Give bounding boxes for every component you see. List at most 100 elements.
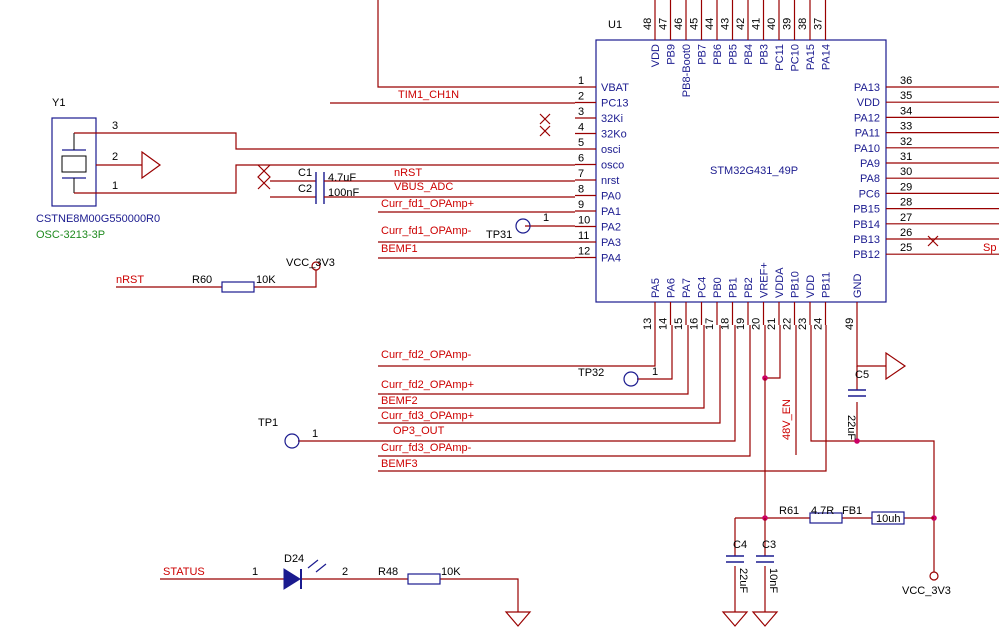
u1-pin-30-number: 30: [900, 166, 912, 178]
c1-value: 4.7uF: [328, 172, 356, 184]
c3-plates[interactable]: [756, 555, 774, 563]
u1-body[interactable]: [595, 39, 887, 303]
u1-pin-9-name: PA1: [601, 206, 621, 218]
u1-pin-10-name: PA2: [601, 222, 621, 234]
y1-package: OSC-3213-3P: [36, 229, 105, 241]
vcc-3v3-top-symbol: [311, 261, 321, 271]
u1-pin-44-name: PB6: [712, 44, 724, 65]
vcc-3v3-bottom-symbol: [929, 571, 939, 581]
d24-triangle[interactable]: [283, 568, 301, 590]
u1-pin-32-name: PA10: [854, 143, 880, 155]
y1-pin3: 3: [112, 120, 118, 132]
wire-op3-out: [298, 325, 736, 442]
u1-pin-3-name: 32Ki: [601, 113, 623, 125]
wire-bemf3: [378, 325, 827, 472]
u1-pin-31-number: 31: [900, 151, 912, 163]
wire-tp32: [637, 325, 673, 380]
c1-c2-plates: [315, 172, 325, 204]
u1-pin-42-number: 42: [735, 18, 747, 30]
net-label-tim1-ch1n: TIM1_CH1N: [398, 89, 459, 101]
c5-value: 22uF: [845, 415, 857, 440]
c5-ref: C5: [855, 369, 869, 381]
u1-pin-33-number: 33: [900, 121, 912, 133]
net-label-curr-fd1-minus: Curr_fd1_OPAmp-: [381, 225, 472, 237]
fb1-value: 10uh: [876, 513, 900, 525]
u1-pin-35-name: VDD: [857, 97, 880, 109]
u1-pin-15-number: 15: [673, 318, 685, 330]
tp1-pin: 1: [312, 428, 318, 440]
r61-body[interactable]: [809, 512, 843, 524]
y1-body[interactable]: [51, 117, 97, 207]
junction-c5: [854, 438, 860, 444]
c4-plates[interactable]: [726, 555, 744, 563]
u1-pin-29-number: 29: [900, 181, 912, 193]
wire-vbat: [377, 0, 575, 88]
c3-ground-symbol: [751, 611, 779, 627]
net-label-48v-en: 48V_EN: [781, 399, 793, 440]
y1-crystal-element: [61, 155, 87, 173]
fb1-body[interactable]: [871, 511, 905, 525]
u1-pin-36-number: 36: [900, 75, 912, 87]
u1-pin-27-name: PB14: [853, 219, 880, 231]
y1-plates: [62, 149, 86, 179]
c1-ref: C1: [298, 167, 312, 179]
u1-pin-45-name: PB7: [697, 44, 709, 65]
tp32-symbol[interactable]: [623, 371, 639, 387]
tp32-ref: TP32: [578, 367, 604, 379]
status-ground-symbol: [504, 611, 532, 627]
y1-part-name: CSTNE8M00G550000R0: [36, 213, 160, 225]
wire-curr-fd3-minus: [378, 325, 751, 457]
u1-pin-12-name: PA4: [601, 253, 621, 265]
wire-vdd-3v3: [810, 325, 935, 572]
c5-ground-symbol: [885, 351, 907, 381]
u1-pin-19-name: PB2: [743, 277, 755, 298]
u1-pin-10-number: 10: [578, 215, 590, 227]
u1-bottom-pins: 13PA514PA615PA716PC417PB018PB119PB220VRE…: [642, 262, 864, 330]
net-label-bemf1: BEMF1: [381, 243, 418, 255]
c2-ref: C2: [298, 183, 312, 195]
tp1-symbol[interactable]: [284, 433, 300, 449]
c3-value: 10nF: [767, 568, 779, 593]
u1-pin-23-number: 23: [797, 318, 809, 330]
u1-pin-34-number: 34: [900, 105, 912, 117]
u1-pin-49-number: 49: [844, 318, 856, 330]
r60-ref: R60: [192, 274, 212, 286]
u1-pin-22-name: PB10: [790, 271, 802, 298]
u1-pin-28-name: PB15: [853, 204, 880, 216]
net-label-bemf2: BEMF2: [381, 395, 418, 407]
net-label-curr-fd3-plus: Curr_fd3_OPAmp+: [381, 410, 474, 422]
u1-pin-33-name: PA11: [855, 128, 880, 140]
tp31-symbol[interactable]: [515, 218, 531, 234]
wire-bemf2: [378, 325, 705, 409]
wire-vref-vdda: [764, 325, 781, 379]
u1-pin-8-number: 8: [578, 184, 584, 196]
c5-plates[interactable]: [848, 389, 866, 397]
u1-pin-16-name: PC4: [697, 277, 709, 298]
u1-pin-49-name: GND: [852, 274, 864, 299]
net-label-pb12: Sp: [983, 242, 996, 254]
r60-value: 10K: [256, 274, 276, 286]
u1-pin-38-number: 38: [797, 18, 809, 30]
u1-pin-46-number: 46: [673, 18, 685, 30]
u1-pin-36-name: PA13: [854, 82, 880, 94]
u1-pin-38-name: PA15: [805, 44, 817, 70]
u1-pin-2-number: 2: [578, 91, 584, 103]
net-label-status: STATUS: [163, 566, 205, 578]
wire-curr-fd3-plus: [378, 325, 721, 424]
r60-body[interactable]: [221, 281, 255, 293]
d24-pin1: 1: [252, 566, 258, 578]
u1-pin-12-number: 12: [578, 246, 590, 258]
u1-pin-24-name: PB11: [821, 272, 833, 298]
tp32-pin: 1: [652, 366, 658, 378]
u1-pin-19-number: 19: [735, 318, 747, 330]
u1-pin-25-name: PB12: [853, 249, 880, 261]
r48-ref: R48: [378, 566, 398, 578]
c3-ref: C3: [762, 539, 776, 551]
u1-pin-13-name: PA5: [650, 278, 662, 298]
net-label-curr-fd2-plus: Curr_fd2_OPAmp+: [381, 379, 474, 391]
u1-pin-31-name: PA9: [860, 158, 880, 170]
net-label-bemf3: BEMF3: [381, 458, 418, 470]
u1-pin-6-name: osco: [601, 160, 624, 172]
r48-body[interactable]: [407, 573, 441, 585]
